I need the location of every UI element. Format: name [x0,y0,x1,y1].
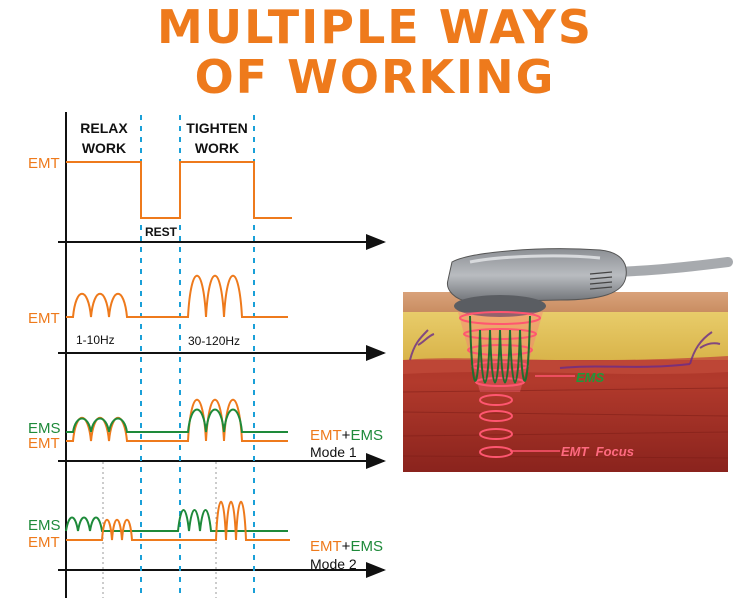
mode1-ems-word: EMS [350,427,383,444]
title-line-1: MULTIPLE WAYS [156,0,594,54]
panel1-square-wave [66,161,292,219]
freq-low-label: 1-10Hz [76,333,115,347]
mode2-plus: + [342,538,351,555]
tighten-label: TIGHTEN [186,120,247,136]
panel4-emt-label: EMT [28,534,60,551]
panel2-emt-label: EMT [28,310,60,327]
relax-label: RELAX [80,120,128,136]
rest-label: REST [145,225,178,239]
mode2-ems-word: EMS [350,538,383,555]
energy-field [458,311,575,458]
panel2-wave [66,274,288,318]
mode2-label: Mode 2 [310,556,357,572]
panel4-emt-wave [66,501,290,541]
panel3-ems-wave [66,408,288,433]
panel3-emt-label: EMT [28,435,60,452]
mode2-emt-word: EMT [310,538,342,555]
panel3-ems-label: EMS [28,420,61,437]
mode1-emt-word: EMT [310,427,342,444]
mode1-label: Mode 1 [310,444,357,460]
work-label-1: WORK [82,140,126,156]
freq-high-label: 30-120Hz [188,334,240,348]
work-label-2: WORK [195,140,239,156]
panel4-ems-wave [65,509,288,532]
illustration-ems-label: EMS [576,370,605,385]
panel1-emt-label: EMT [28,155,60,172]
panel4-ems-label: EMS [28,517,61,534]
device-handpiece [446,248,627,317]
mode2-combo-label: EMT+EMS [310,538,383,555]
mode1-plus: + [342,427,351,444]
title-line-2: OF WORKING [194,50,556,104]
illustration-emt-focus-label: EMT Focus [561,444,634,459]
mode1-combo-label: EMT+EMS [310,427,383,444]
